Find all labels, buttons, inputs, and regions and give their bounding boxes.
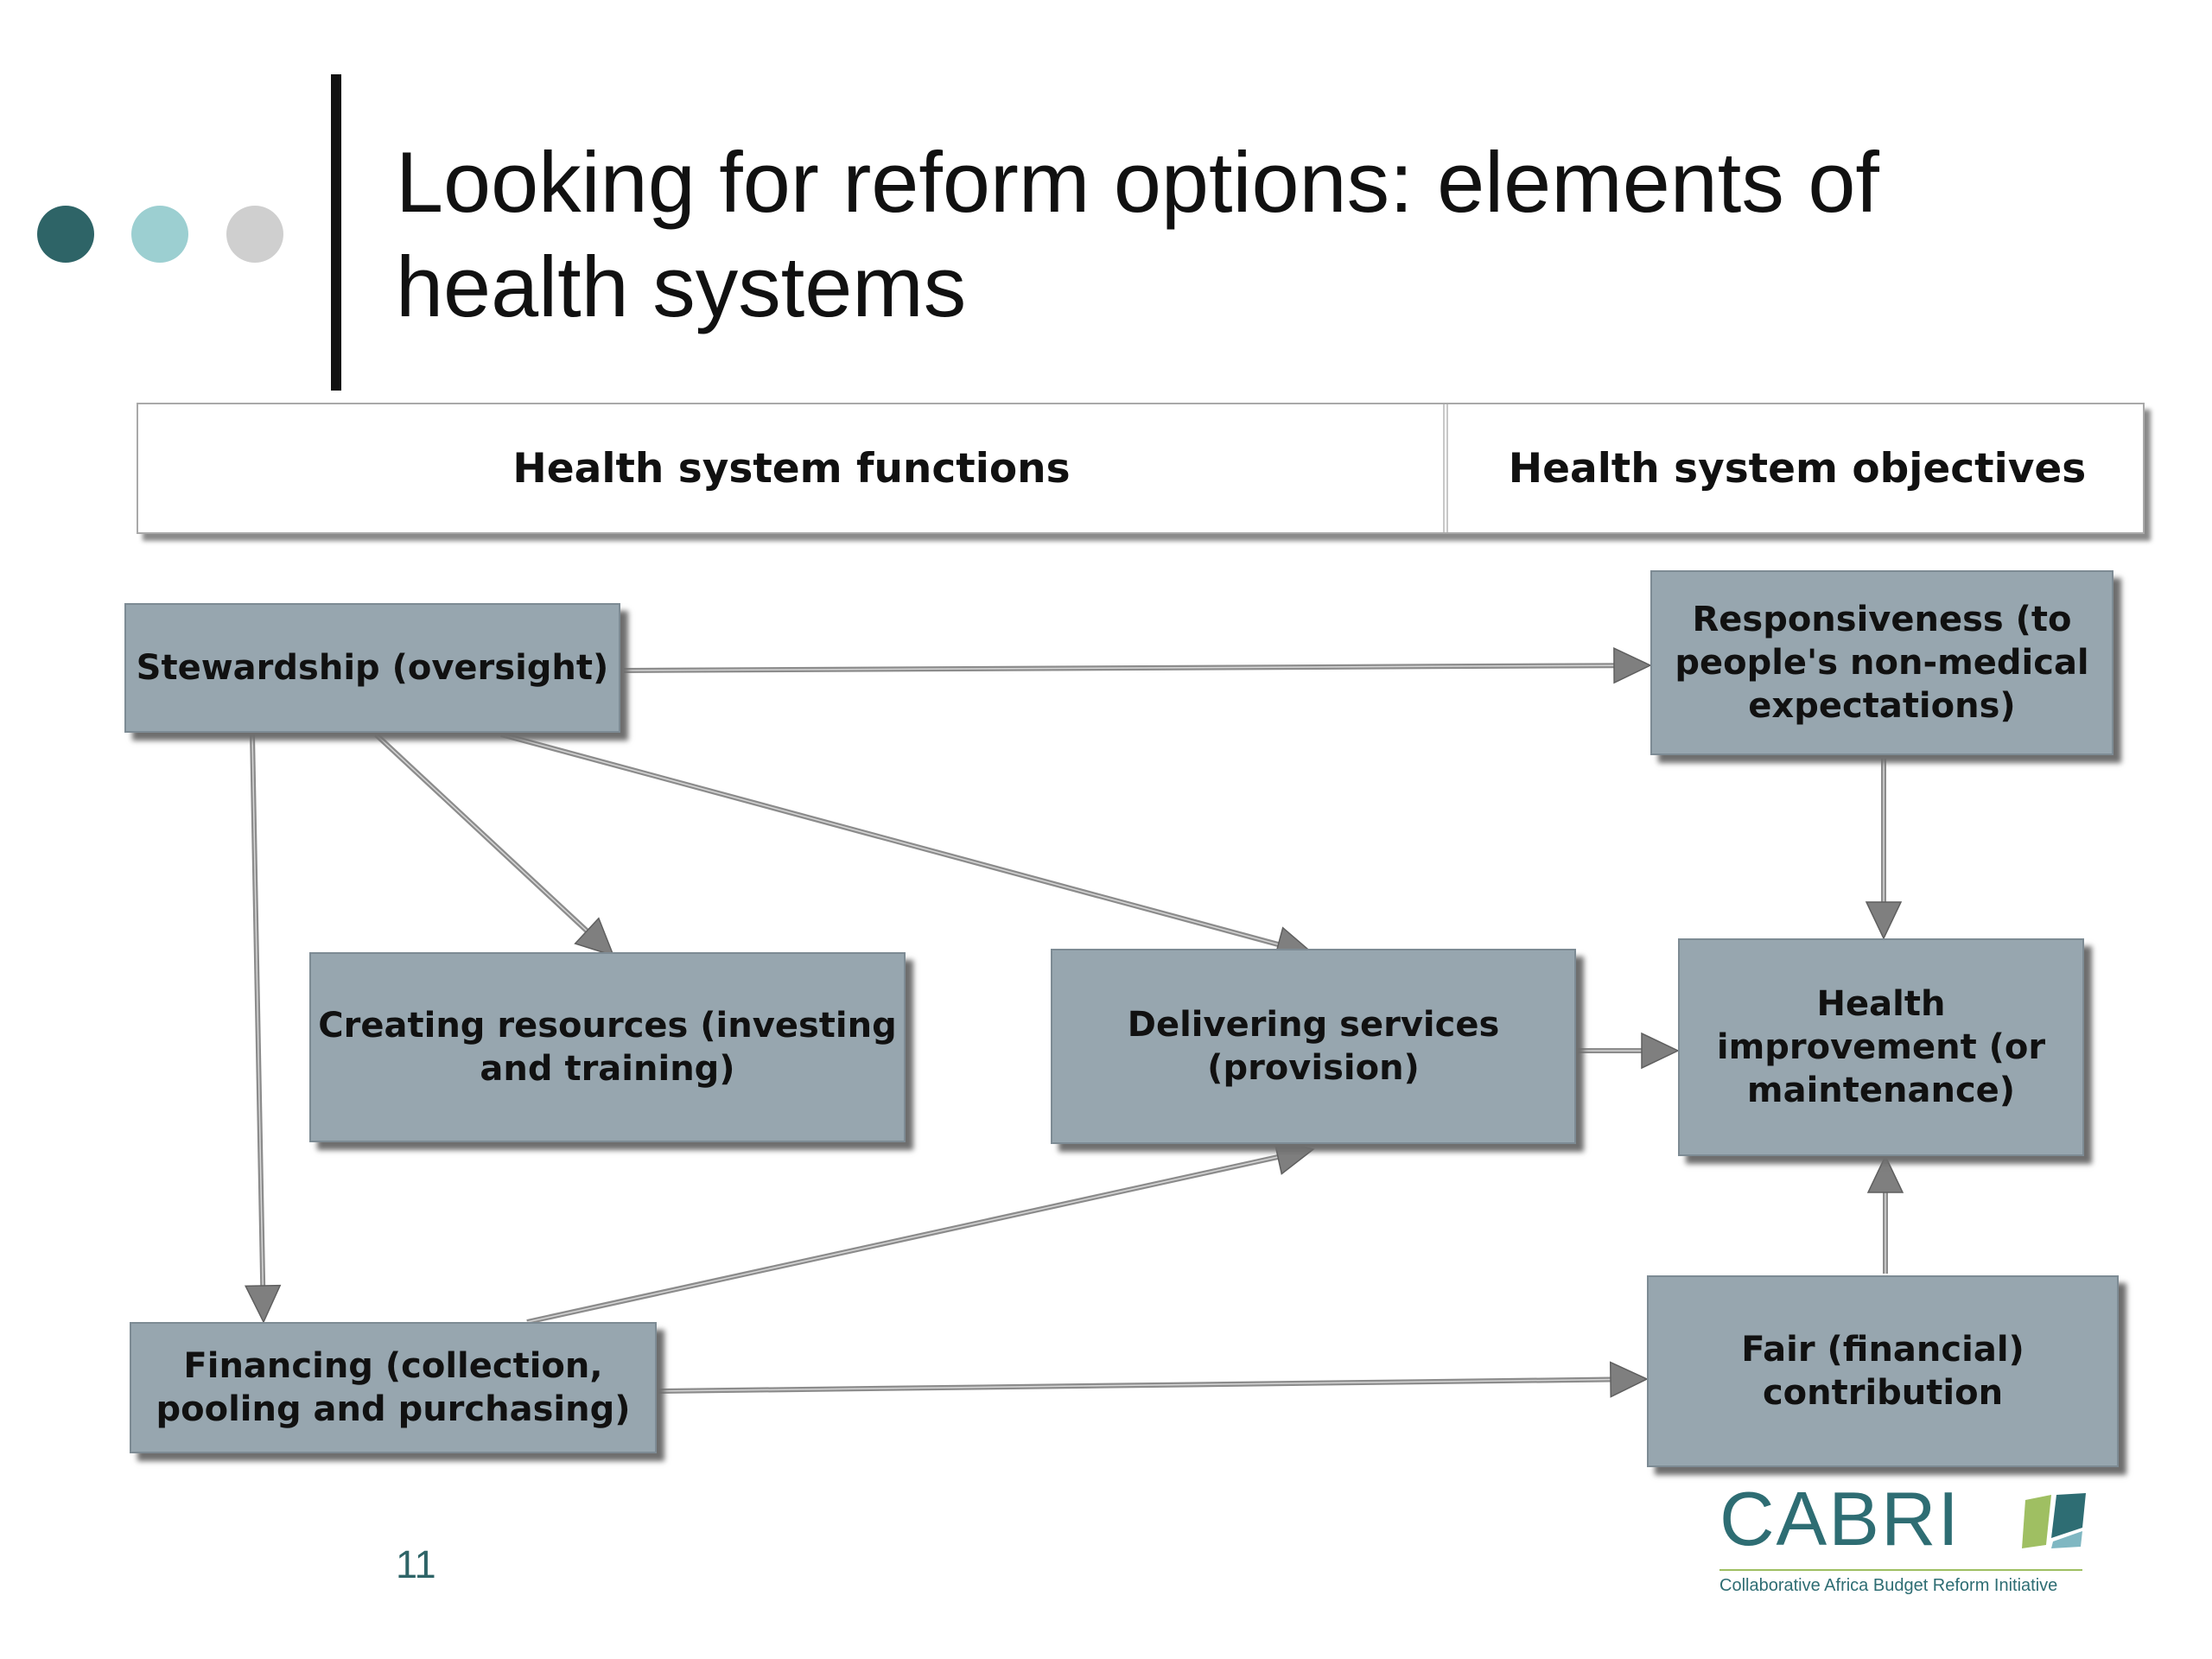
node-responsiveness: Responsiveness (to people's non-medical … xyxy=(1650,570,2113,755)
edge-stewardship-to-financing xyxy=(244,734,282,1324)
edge-financing-to-delivering-services xyxy=(526,1139,1315,1325)
node-creating-resources: Creating resources (investing and traini… xyxy=(309,952,906,1142)
node-fair-contribution: Fair (financial) contribution xyxy=(1647,1275,2119,1467)
edge-stewardship-to-creating-resources xyxy=(373,732,615,957)
logo-tagline: Collaborative Africa Budget Reform Initi… xyxy=(1719,1576,2058,1595)
title-divider xyxy=(331,74,341,391)
cabri-logo: CABRI Collaborative Africa Budget Reform… xyxy=(1719,1476,2100,1605)
edge-stewardship-to-delivering-services xyxy=(500,732,1315,963)
node-financing: Financing (collection, pooling and purch… xyxy=(130,1322,657,1453)
header-objectives: Health system objectives xyxy=(1508,444,2087,493)
header-divider xyxy=(1443,404,1448,532)
edge-delivering-services-to-health-improvement xyxy=(1578,1032,1680,1070)
header-bar: Health system functions Health system ob… xyxy=(137,403,2145,534)
page-number: 11 xyxy=(396,1542,436,1586)
logo-wordmark: CABRI xyxy=(1719,1476,1961,1561)
logo-underline xyxy=(1719,1569,2082,1571)
edge-responsiveness-to-health-improvement xyxy=(1865,759,1903,940)
bullet-dot-grey xyxy=(226,206,283,263)
slide-title: Looking for reform options: elements of … xyxy=(396,134,1879,334)
edge-stewardship-to-responsiveness xyxy=(623,647,1652,684)
header-functions: Health system functions xyxy=(512,444,1071,493)
node-health-improvement: Health improvement (or maintenance) xyxy=(1678,938,2084,1156)
edge-financing-to-fair-contribution xyxy=(658,1361,1649,1398)
edge-fair-contribution-to-health-improvement xyxy=(1866,1154,1904,1274)
logo-leaf-icon xyxy=(2022,1493,2086,1548)
bullet-dot-dark xyxy=(37,206,94,263)
node-stewardship: Stewardship (oversight) xyxy=(124,603,620,733)
node-delivering-services: Delivering services (provision) xyxy=(1051,949,1576,1144)
bullet-dot-teal xyxy=(131,206,188,263)
